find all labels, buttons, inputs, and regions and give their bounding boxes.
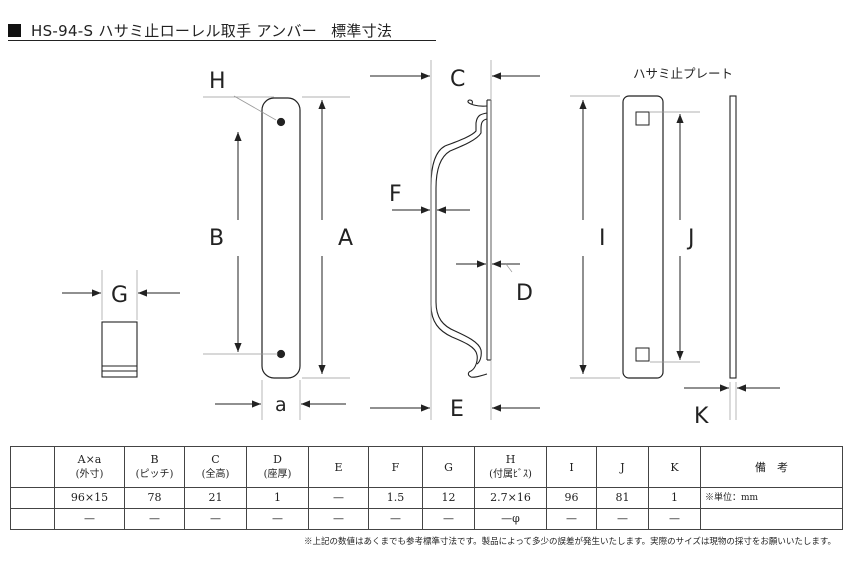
header-cell: C(全高) <box>184 446 247 488</box>
table-cell: — <box>308 508 369 530</box>
handle-body <box>261 97 301 379</box>
header-cell: A×a(外寸) <box>54 446 125 488</box>
header-cell: E <box>308 446 369 488</box>
table-cell: — <box>246 508 309 530</box>
table-cell: 1 <box>246 487 309 509</box>
table-cell: — <box>368 508 423 530</box>
title-underline <box>8 40 436 41</box>
table-cell: — <box>648 508 701 530</box>
table-cell: 2.7×16 <box>474 487 547 509</box>
label-a: A <box>338 226 353 251</box>
header-cell: D(座厚) <box>246 446 309 488</box>
footnote: ※上記の数値はあくまでも参考標準寸法です。製品によって多少の誤差が発生いたします… <box>303 537 836 547</box>
plate-title: ハサミ止プレート <box>633 66 733 81</box>
table-cell: — <box>184 508 247 530</box>
table-header-row: A×a(外寸) B(ピッチ) C(全高) D(座厚) E F G H(付属ﾋﾞｽ… <box>10 446 843 488</box>
label-j: J <box>686 226 695 251</box>
title-square-bullet <box>8 24 21 37</box>
table-cell: 78 <box>124 487 185 509</box>
table-cell: — <box>546 508 597 530</box>
header-cell: K <box>648 446 701 488</box>
header-cell: F <box>368 446 423 488</box>
label-f: F <box>389 182 402 207</box>
header-cell: G <box>422 446 475 488</box>
label-a-small: a <box>275 394 287 416</box>
label-i: I <box>599 226 606 251</box>
label-b: B <box>209 226 224 251</box>
header-cell: B(ピッチ) <box>124 446 185 488</box>
header-cell-remarks: 備 考 <box>700 446 843 488</box>
title-sub: 標準寸法 <box>331 22 393 40</box>
screw-hole-top <box>276 117 286 127</box>
table-cell: 96 <box>546 487 597 509</box>
hasami-plate-side-view <box>729 95 737 379</box>
label-h: H <box>209 69 226 94</box>
header-cell: I <box>546 446 597 488</box>
table-cell: 12 <box>422 487 475 509</box>
table-cell: — <box>422 508 475 530</box>
handle-side-profile <box>430 99 492 378</box>
page-title: HS-94-S ハサミ止ローレル取手 アンバー標準寸法 <box>8 20 392 41</box>
header-cell: H(付属ﾋﾞｽ) <box>474 446 547 488</box>
table-cell: 21 <box>184 487 247 509</box>
unit-note: ※単位：mm <box>700 487 843 509</box>
handle-front-view <box>261 97 301 379</box>
table-cell: — <box>308 487 369 509</box>
table-cell: — <box>54 508 125 530</box>
h-leader-line <box>233 95 277 121</box>
table-cell: 81 <box>596 487 649 509</box>
table-cell: — <box>124 508 185 530</box>
label-c: C <box>450 67 465 92</box>
label-d: D <box>516 281 533 306</box>
header-cell: J <box>596 446 649 488</box>
table-row: 96×15 78 21 1 — 1.5 12 2.7×16 96 81 1 ※単… <box>10 487 843 509</box>
handle-end-view <box>101 321 138 378</box>
table-cell: 1.5 <box>368 487 423 509</box>
table-cell: — <box>596 508 649 530</box>
table-cell: —φ <box>474 508 547 530</box>
label-k: K <box>694 404 709 429</box>
dimension-drawing: H B A a C F D E G I J K ハサミ止プレート <box>62 60 780 429</box>
label-e: E <box>450 397 464 422</box>
table-corner-cell <box>10 446 55 488</box>
spec-table: A×a(外寸) B(ピッチ) C(全高) D(座厚) E F G H(付属ﾋﾞｽ… <box>10 446 843 530</box>
title-main: HS-94-S ハサミ止ローレル取手 アンバー <box>31 22 318 40</box>
hasami-plate-front-view <box>622 95 664 379</box>
table-cell: 1 <box>648 487 701 509</box>
label-g: G <box>111 283 128 308</box>
screw-hole-bottom <box>276 349 286 359</box>
table-row: — — — — — — — —φ — — — <box>10 508 843 530</box>
table-cell: 96×15 <box>54 487 125 509</box>
